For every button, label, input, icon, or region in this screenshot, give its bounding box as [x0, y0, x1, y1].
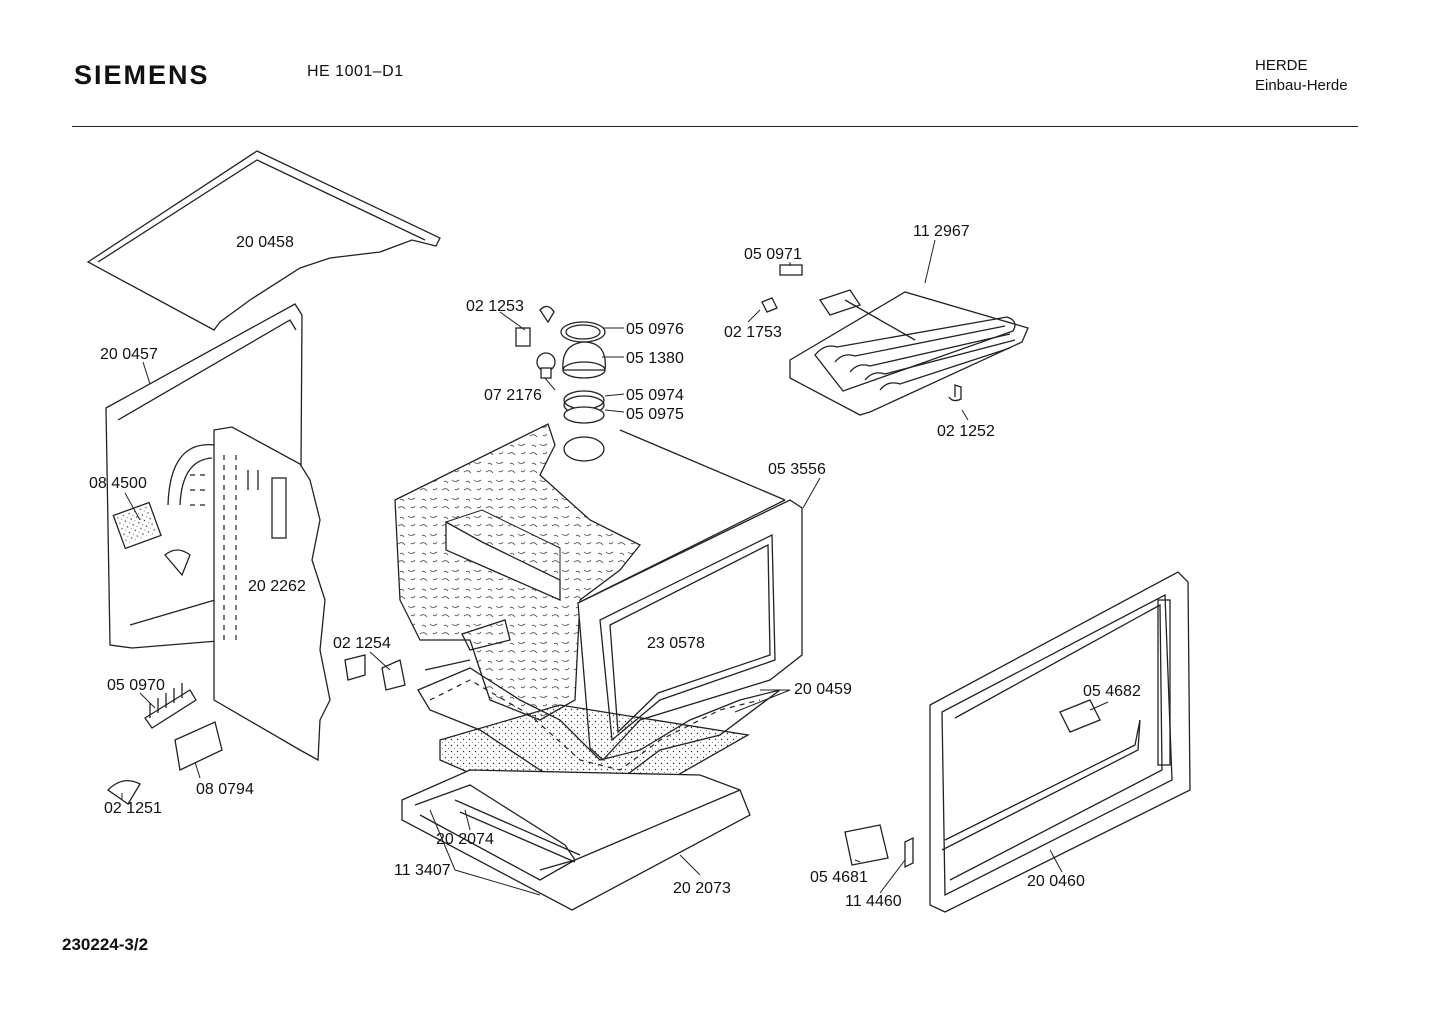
part-label: 07 2176: [484, 387, 542, 404]
leader-lines: [121, 239, 1109, 896]
part-label: 20 0460: [1027, 873, 1085, 890]
part-label: 02 1253: [466, 298, 524, 315]
terminal-blocks-and-switches: [106, 264, 1101, 869]
oven-door-frame: [929, 571, 1191, 913]
part-label: 05 0971: [744, 246, 802, 263]
part-label: 20 0459: [794, 681, 852, 698]
part-label: 20 0458: [236, 234, 294, 251]
part-label: 23 0578: [647, 635, 705, 652]
top-cover-panel: [86, 150, 441, 331]
part-label: 11 4460: [845, 893, 902, 910]
category-block: HERDE Einbau-Herde: [1255, 56, 1348, 96]
part-label: 05 0975: [626, 406, 684, 423]
part-label: 20 0457: [100, 346, 158, 363]
model-number: HE 1001–D1: [307, 63, 404, 80]
part-labels: 20 0458 20 0457 08 4500 20 2262 05 0970 …: [89, 223, 1141, 910]
part-label: 05 0970: [107, 677, 165, 694]
part-label: 11 2967: [913, 223, 970, 240]
part-label: 05 4682: [1083, 683, 1141, 700]
lamp-and-seals: [515, 305, 606, 462]
part-label: 05 0974: [626, 387, 684, 404]
part-label: 05 1380: [626, 350, 684, 367]
part-label: 08 4500: [89, 475, 147, 492]
part-label: 02 1753: [724, 324, 782, 341]
part-label: 20 2262: [248, 578, 306, 595]
brand-logo: SIEMENS: [74, 60, 210, 90]
part-label: 08 0794: [196, 781, 254, 798]
part-label: 02 1254: [333, 635, 391, 652]
rear-panel: [213, 426, 331, 762]
part-label: 02 1252: [937, 423, 995, 440]
part-label: 05 4681: [810, 869, 868, 886]
part-label: 20 2074: [436, 831, 494, 848]
document-number: 230224-3/2: [62, 935, 149, 954]
part-label: 02 1251: [104, 800, 162, 817]
category-title: HERDE: [1255, 57, 1308, 74]
header-divider: [72, 126, 1358, 127]
grill-heating-element: [789, 289, 1029, 416]
part-label: 05 0976: [626, 321, 684, 338]
category-subtitle: Einbau-Herde: [1255, 77, 1348, 94]
part-label: 20 2073: [673, 880, 731, 897]
part-label: 11 3407: [394, 862, 451, 879]
bottom-tray: [401, 769, 751, 911]
part-label: 05 3556: [768, 461, 826, 478]
